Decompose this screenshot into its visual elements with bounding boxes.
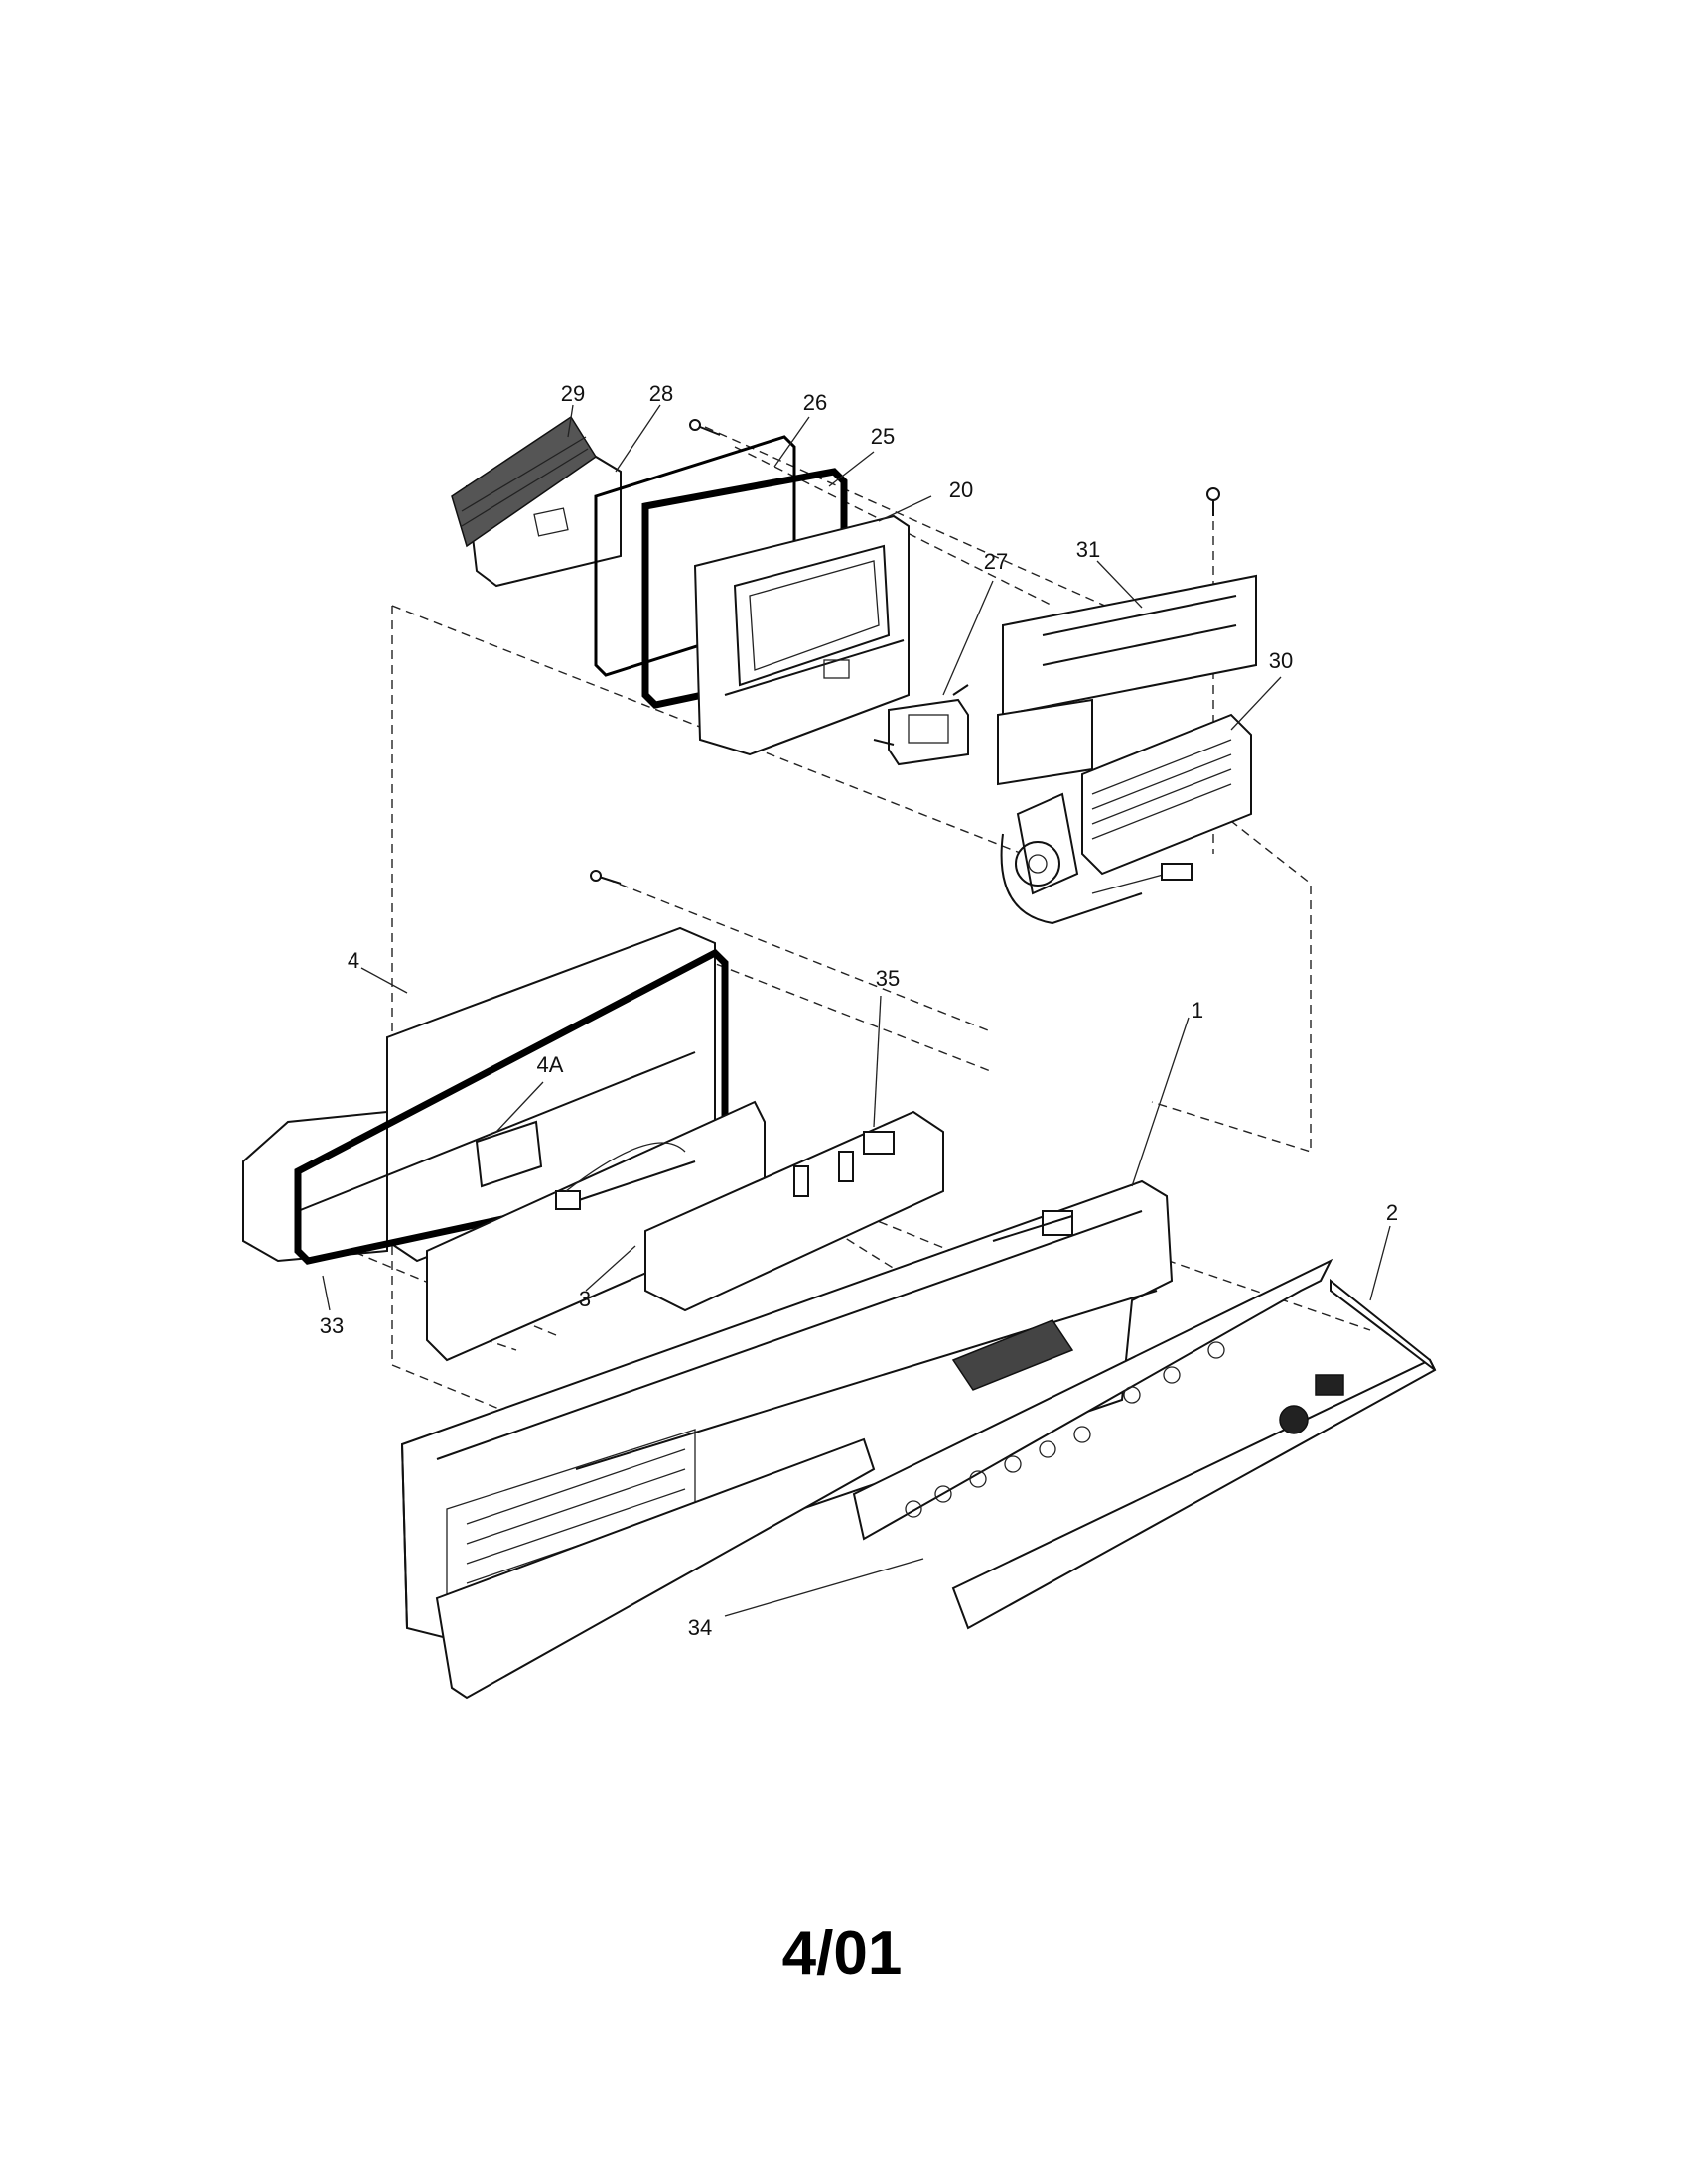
part-31-plate bbox=[997, 574, 1257, 786]
callout-part-31: 31 bbox=[1075, 537, 1101, 562]
callout-part-4: 4 bbox=[347, 948, 360, 973]
footer-date: 4/01 bbox=[781, 1919, 903, 1987]
callout-part-35: 35 bbox=[875, 966, 901, 991]
callout-part-20: 20 bbox=[948, 478, 974, 502]
callout-part-30: 30 bbox=[1268, 648, 1294, 673]
callout-part-25: 25 bbox=[870, 424, 896, 449]
callout-part-27: 27 bbox=[983, 549, 1009, 574]
callout-part-3: 3 bbox=[578, 1287, 592, 1311]
part-2-overlay bbox=[852, 1258, 1437, 1630]
part-4A-plate bbox=[475, 1120, 543, 1188]
screws bbox=[590, 419, 1220, 885]
callout-part-1: 1 bbox=[1191, 998, 1204, 1023]
callout-part-26: 26 bbox=[802, 390, 828, 415]
part-29-filter bbox=[451, 415, 622, 588]
callout-part-29: 29 bbox=[560, 381, 586, 406]
callout-part-34: 34 bbox=[687, 1615, 713, 1640]
callout-part-28: 28 bbox=[648, 381, 674, 406]
part-1-console bbox=[400, 1179, 1174, 1640]
part-20-vent-frame bbox=[693, 514, 910, 756]
part-34-trim bbox=[435, 1437, 876, 1700]
part-27-switch bbox=[873, 684, 969, 766]
callout-part-33: 33 bbox=[319, 1313, 345, 1338]
part-30-blower bbox=[1000, 713, 1252, 925]
leader-lines bbox=[322, 404, 1391, 1617]
part-35-board bbox=[644, 1110, 944, 1312]
callout-part-2: 2 bbox=[1385, 1200, 1399, 1225]
part-4-duct bbox=[242, 926, 729, 1265]
callout-part-4A: 4A bbox=[536, 1052, 564, 1077]
